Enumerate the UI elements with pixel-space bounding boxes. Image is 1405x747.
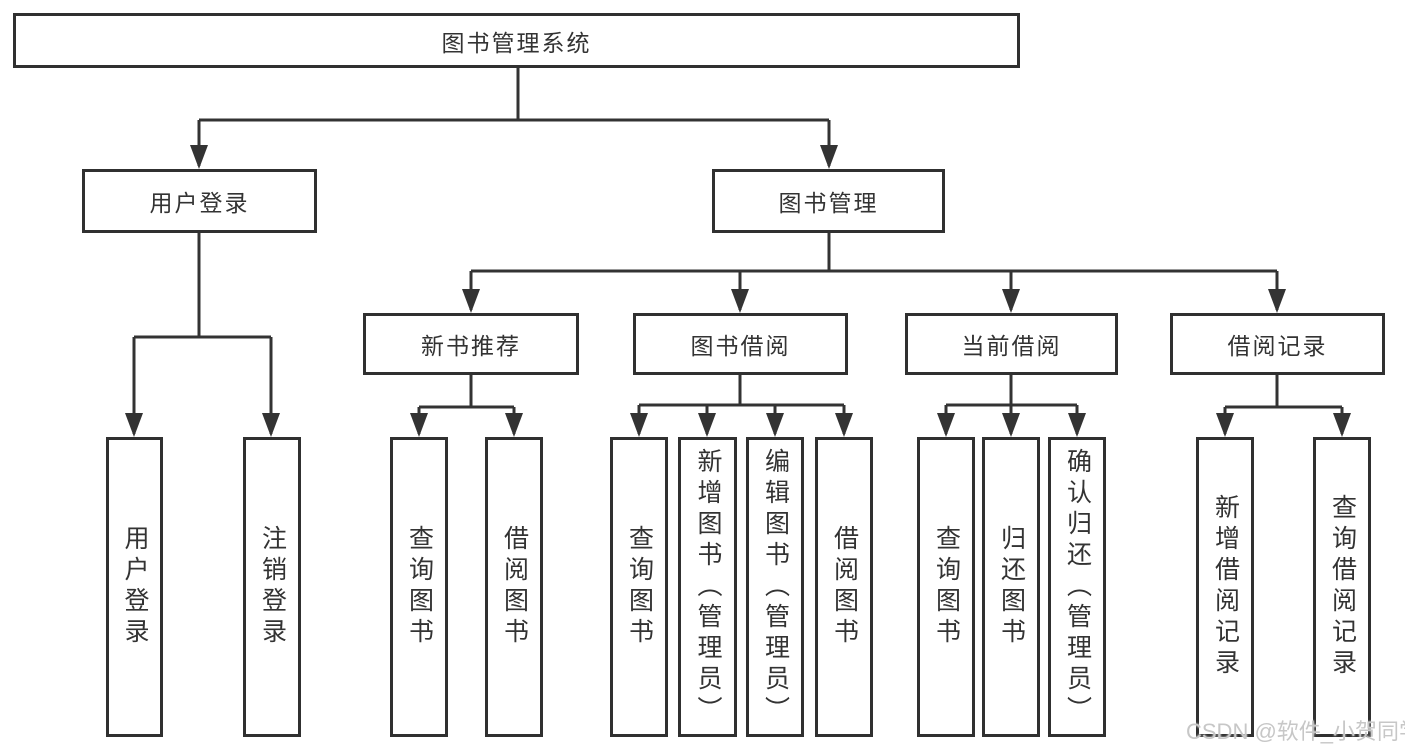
node-leaf-bb-query-books: 查询图书 (610, 437, 668, 737)
connector-paths (132, 68, 1344, 434)
arrowhead (190, 145, 208, 169)
arrowhead (462, 289, 480, 313)
leaf-label: 查询图书 (405, 525, 434, 649)
node-leaf-logout: 注销登录 (243, 437, 301, 737)
node-leaf-br-query-record: 查询借阅记录 (1313, 437, 1371, 737)
leaf-label: 编辑图书（管理员） (761, 447, 790, 727)
wire-root-split (197, 68, 831, 166)
arrowhead (630, 413, 648, 437)
arrowhead (937, 413, 955, 437)
leaf-label: 归还图书 (997, 525, 1026, 649)
leaf-label: 查询图书 (932, 525, 961, 649)
wire-book-borrow-split (637, 375, 846, 434)
node-book-borrowing: 图书借阅 (633, 313, 848, 375)
node-leaf-nb-borrow-books: 借阅图书 (485, 437, 543, 737)
node-user-login: 用户登录 (82, 169, 317, 233)
leaf-label: 注销登录 (258, 525, 287, 649)
node-leaf-cb-confirm-return-admin: 确认归还（管理员） (1048, 437, 1106, 737)
arrowhead (1333, 413, 1351, 437)
leaf-label: 确认归还（管理员） (1063, 447, 1092, 727)
csdn-watermark: CSDN @软件_小贺同学 (1186, 719, 1405, 744)
arrowhead (1002, 289, 1020, 313)
node-leaf-br-add-record: 新增借阅记录 (1196, 437, 1254, 737)
node-root: 图书管理系统 (13, 13, 1020, 68)
node-current-borrowing: 当前借阅 (905, 313, 1118, 375)
arrowhead (820, 145, 838, 169)
leaf-label: 借阅图书 (830, 525, 859, 649)
arrowhead (698, 413, 716, 437)
arrowhead (505, 413, 523, 437)
arrowhead (835, 413, 853, 437)
leaf-label: 用户登录 (121, 525, 149, 649)
arrowheads (125, 145, 1351, 437)
leaf-label: 借阅图书 (500, 525, 529, 649)
node-leaf-bb-borrow-books: 借阅图书 (815, 437, 873, 737)
leaf-label: 新增图书（管理员） (694, 447, 722, 727)
wire-user-login-split (132, 233, 273, 434)
arrowhead (1002, 413, 1020, 437)
node-leaf-user-login: 用户登录 (106, 437, 163, 737)
arrowhead (410, 413, 428, 437)
arrowhead (731, 289, 749, 313)
wire-new-book-split (417, 375, 516, 434)
arrowhead (1068, 413, 1086, 437)
arrowhead (262, 413, 280, 437)
wire-borrow-records-split (1223, 375, 1344, 434)
node-leaf-bb-edit-books-admin: 编辑图书（管理员） (746, 437, 804, 737)
leaf-label: 查询借阅记录 (1328, 494, 1357, 680)
node-borrow-records: 借阅记录 (1170, 313, 1385, 375)
leaf-label: 新增借阅记录 (1211, 494, 1240, 680)
node-new-book-recommendation: 新书推荐 (363, 313, 579, 375)
wire-book-mgmt-split (469, 233, 1279, 310)
node-book-management: 图书管理 (712, 169, 945, 233)
node-leaf-nb-query-books: 查询图书 (390, 437, 448, 737)
arrowhead (125, 413, 143, 437)
leaf-label: 查询图书 (625, 525, 654, 649)
arrowhead (1216, 413, 1234, 437)
node-leaf-cb-return-books: 归还图书 (982, 437, 1040, 737)
node-leaf-cb-query-books: 查询图书 (917, 437, 975, 737)
arrowhead (1268, 289, 1286, 313)
arrowhead (766, 413, 784, 437)
node-leaf-bb-add-books-admin: 新增图书（管理员） (678, 437, 737, 737)
